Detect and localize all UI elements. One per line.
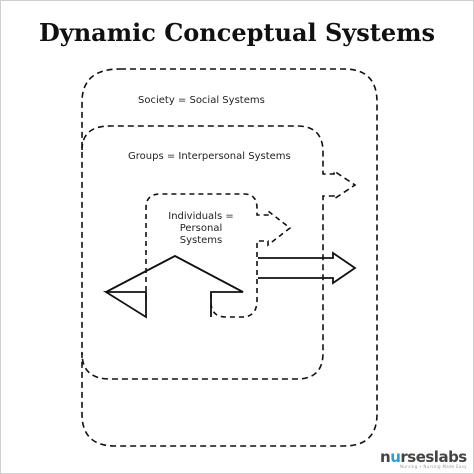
groups-boundary — [81, 125, 357, 380]
society-label: Society = Social Systems — [138, 95, 265, 106]
diagram-title: Dynamic Conceptual Systems — [38, 18, 436, 47]
groups-label: Groups = Interpersonal Systems — [128, 151, 291, 162]
nurseslabs-logo: nurseslabs — [380, 448, 467, 466]
individuals-boundary — [145, 193, 292, 318]
outward-arrow-right — [258, 251, 357, 285]
society-boundary — [81, 68, 378, 447]
logo-tagline: Nursing • Nursing Made Easy — [400, 464, 467, 469]
growth-arrow-up — [102, 254, 244, 319]
individuals-label: Individuals = Personal Systems — [168, 211, 234, 246]
growth-arrow-up-shaft — [105, 254, 244, 293]
